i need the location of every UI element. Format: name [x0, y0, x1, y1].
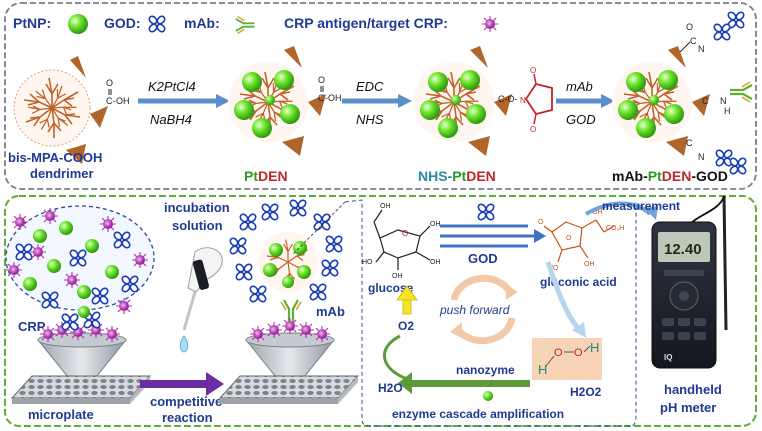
- amide-bot-n: N: [698, 152, 705, 162]
- well-left: [36, 306, 128, 383]
- pipette-icon: [179, 247, 223, 353]
- competitive-label-2: reaction: [162, 410, 213, 425]
- h2o2-label: H2O2: [570, 385, 602, 399]
- o2-label: O2: [398, 319, 414, 333]
- cooh-oh: -OH: [113, 96, 130, 106]
- h2o2-h2: H: [590, 340, 599, 355]
- amide-mid-h: H: [724, 106, 731, 116]
- ph-meter-icon: 12.40 IQ: [651, 195, 728, 369]
- amide-top-o: O: [686, 22, 693, 32]
- push-forward-label: push forward: [439, 303, 510, 317]
- incubation-label-1: incubation: [164, 200, 230, 215]
- handheld-label-1: handheld: [664, 382, 722, 397]
- step2-reagent-1: EDC: [356, 79, 384, 94]
- ph-meter-reading: 12.40: [664, 241, 702, 258]
- step1-reagent-1: K2PtCl4: [148, 79, 196, 94]
- ptden-cooh-oh: -OH: [325, 93, 342, 103]
- crp-label: CRP: [18, 319, 46, 334]
- ph-meter-brand: IQ: [664, 353, 672, 362]
- legend-god-label: GOD:: [104, 15, 141, 31]
- svg-text:O: O: [530, 125, 536, 134]
- competitive-label-1: competitive: [150, 394, 222, 409]
- incubation-label-2: solution: [172, 218, 223, 233]
- cooh-o: O: [106, 78, 113, 88]
- legend-ptnp-icon: [68, 14, 88, 34]
- dendrimer-final-probe: [612, 46, 710, 156]
- dendrimer-name-line2: dendrimer: [30, 166, 94, 181]
- step3-reagent-1: mAb: [566, 79, 593, 94]
- svg-text:O: O: [566, 235, 572, 242]
- svg-text:O: O: [530, 66, 536, 75]
- nanozyme-particle: [483, 391, 493, 401]
- amide-top: [679, 41, 691, 53]
- microplate-right: [218, 375, 360, 404]
- svg-text:OH: OH: [430, 259, 441, 266]
- measurement-arrow: [584, 201, 652, 216]
- svg-text:OH: OH: [592, 209, 603, 216]
- ptden-cooh-o: O: [318, 75, 325, 85]
- svg-text:OH: OH: [430, 221, 441, 228]
- dendrimer-bare: [13, 56, 108, 164]
- dendrimer-ptden: [228, 46, 326, 156]
- amide-top-c: C: [690, 36, 697, 46]
- dendrimer-nhs-ptden: [414, 46, 512, 156]
- step1-reagent-2: NaBH4: [150, 112, 192, 127]
- dendrimer-name-line1: bis-MPA-COOH: [8, 150, 102, 165]
- h2o2-box: [532, 338, 602, 380]
- legend-crp-label: CRP antigen/target CRP:: [284, 15, 448, 31]
- amide-mid-n: N: [720, 96, 727, 106]
- push-forward-cycle: [450, 274, 518, 345]
- mab-label: mAb: [316, 304, 345, 319]
- nanozyme-label: nanozyme: [456, 363, 515, 377]
- bound-probe: [228, 198, 344, 324]
- svg-text:O: O: [402, 229, 408, 238]
- incubation-contents: [5, 207, 149, 315]
- step2-reagent-2: NHS: [356, 112, 384, 127]
- glucose-label: glucose: [368, 281, 414, 295]
- h2o2-h1: H: [538, 362, 547, 377]
- legend-crp-icon: [481, 15, 499, 33]
- glucose-structure: [373, 209, 431, 270]
- microplate-left: [10, 375, 152, 404]
- cascade-panel-frame: [344, 199, 637, 427]
- h2o-label: H2O: [378, 381, 403, 395]
- gluconic-acid-structure: [543, 219, 615, 263]
- god-label: GOD: [468, 251, 498, 266]
- svg-text:HO: HO: [362, 259, 373, 266]
- nhs-ring: O O N: [520, 66, 553, 134]
- ptden-name: PtDEN: [244, 168, 288, 184]
- gluconic-acid-label: gluconic acid: [540, 275, 617, 289]
- cascade-label: enzyme cascade amplification: [392, 407, 564, 421]
- svg-text:OH: OH: [380, 203, 391, 210]
- ptden-cooh-c: C: [318, 93, 325, 103]
- amide-top-n: N: [698, 44, 705, 54]
- competitive-arrow: [140, 380, 208, 388]
- microplate-label: microplate: [28, 407, 94, 422]
- ph-meter-display: [658, 232, 710, 262]
- nhs-ptden-name: NHS-PtDEN: [418, 168, 496, 184]
- svg-text:N: N: [520, 96, 526, 105]
- top-panel-frame: [4, 2, 757, 190]
- handheld-label-2: pH meter: [660, 400, 716, 415]
- svg-text:CO₂H: CO₂H: [606, 225, 624, 232]
- legend-mab-label: mAb:: [184, 15, 220, 31]
- amide-mid-c: C: [702, 96, 709, 106]
- cooh-c: C: [106, 96, 113, 106]
- svg-text:HO: HO: [548, 265, 559, 272]
- svg-text:OH: OH: [584, 261, 595, 268]
- final-probe-name: mAb-PtDEN-GOD: [612, 168, 728, 184]
- step3-reagent-2: GOD: [566, 112, 596, 127]
- amide-bot-c: C: [686, 138, 693, 148]
- nanozyme-arrow: [410, 380, 530, 387]
- legend-ptnp-label: PtNP:: [13, 15, 51, 31]
- h2o2-o1: O: [554, 347, 563, 359]
- svg-text:OH: OH: [392, 273, 403, 280]
- svg-text:O: O: [538, 219, 544, 226]
- measurement-label: measurement: [602, 199, 680, 213]
- h2o2-o2: O: [574, 347, 583, 359]
- ester-link: C-O-: [498, 94, 518, 104]
